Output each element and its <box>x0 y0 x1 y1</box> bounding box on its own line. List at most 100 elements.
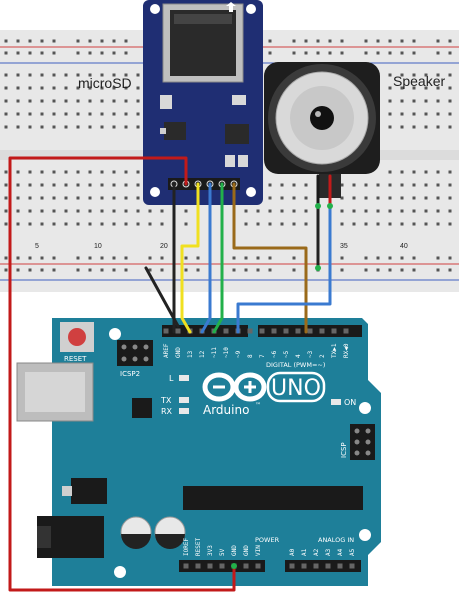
breadboard-hole <box>28 51 32 55</box>
digital-pin-socket[interactable] <box>307 328 313 334</box>
breadboard-hole <box>352 183 356 187</box>
breadboard-hole <box>376 51 380 55</box>
analog-pin-socket[interactable] <box>349 563 355 569</box>
mounting-hole <box>150 187 160 197</box>
digital-pin-socket[interactable] <box>331 328 337 334</box>
breadboard-hole <box>64 196 68 200</box>
breadboard-hole <box>256 209 260 213</box>
breadboard-hole <box>268 256 272 260</box>
breadboard-hole <box>40 222 44 226</box>
power-pin-socket[interactable] <box>195 563 201 569</box>
breadboard-hole <box>448 125 452 129</box>
breadboard-hole <box>88 170 92 174</box>
breadboard-hole <box>436 183 440 187</box>
breadboard-hole <box>148 268 152 272</box>
mounting-hole <box>359 529 371 541</box>
wire-end <box>327 203 333 209</box>
breadboard-hole <box>340 183 344 187</box>
column-number: 10 <box>94 243 102 250</box>
power-pin-socket[interactable] <box>219 563 225 569</box>
digital-pin-label: 13 <box>187 350 194 358</box>
breadboard-hole <box>424 86 428 90</box>
analog-pin-socket[interactable] <box>301 563 307 569</box>
digital-pin-socket[interactable] <box>163 328 169 334</box>
header-pin <box>354 450 360 456</box>
power-pin-socket[interactable] <box>255 563 261 569</box>
digital-pin-socket[interactable] <box>343 328 349 334</box>
breadboard-hole <box>124 196 128 200</box>
voltage-regulator <box>164 122 186 140</box>
reset-button-cap[interactable] <box>68 328 86 346</box>
led-on-label: ON <box>344 398 356 407</box>
breadboard-hole <box>400 268 404 272</box>
digital-pin-socket[interactable] <box>223 328 229 334</box>
breadboard-hole <box>424 222 428 226</box>
breadboard-hole <box>64 99 68 103</box>
breadboard-hole <box>40 99 44 103</box>
digital-pin-socket[interactable] <box>259 328 265 334</box>
arduino-uno: RESET ICSP2 L TX RX ON UNO Arduin <box>16 318 381 586</box>
breadboard-hole <box>4 86 8 90</box>
breadboard-hole <box>388 39 392 43</box>
speaker-label: Speaker <box>393 73 445 89</box>
column-numbers: 5 10 20 35 40 <box>35 243 408 250</box>
digital-pin-socket[interactable] <box>283 328 289 334</box>
breadboard-hole <box>280 183 284 187</box>
breadboard-hole <box>64 183 68 187</box>
digital-pin-socket[interactable] <box>295 328 301 334</box>
breadboard-hole <box>448 112 452 116</box>
breadboard-hole <box>136 170 140 174</box>
analog-pin-socket[interactable] <box>337 563 343 569</box>
uno-badge <box>266 371 326 403</box>
power-pin-socket[interactable] <box>207 563 213 569</box>
column-number: 20 <box>160 243 168 250</box>
breadboard-hole <box>364 209 368 213</box>
dc-jack-opening <box>37 526 51 548</box>
digital-pin-socket[interactable] <box>271 328 277 334</box>
breadboard-hole <box>244 268 248 272</box>
mounting-hole <box>114 566 126 578</box>
breadboard-hole <box>28 256 32 260</box>
breadboard-hole <box>16 73 20 77</box>
breadboard-hole <box>76 99 80 103</box>
breadboard-hole <box>436 99 440 103</box>
breadboard-hole <box>448 39 452 43</box>
breadboard-hole <box>424 99 428 103</box>
breadboard-hole <box>436 256 440 260</box>
breadboard-hole <box>4 73 8 77</box>
digital-pin-socket[interactable] <box>247 328 253 334</box>
breadboard-hole <box>388 183 392 187</box>
breadboard-hole <box>304 39 308 43</box>
digital-pin-label: 8 <box>247 354 254 358</box>
breadboard-hole <box>400 73 404 77</box>
breadboard-hole <box>448 196 452 200</box>
breadboard-hole <box>268 209 272 213</box>
analog-pin-label: A0 <box>289 548 296 556</box>
breadboard-hole <box>40 73 44 77</box>
power-pin-socket[interactable] <box>183 563 189 569</box>
usb-port-inner <box>25 372 85 412</box>
breadboard-hole <box>388 256 392 260</box>
digital-pin-socket[interactable] <box>175 328 181 334</box>
breadboard-hole <box>388 99 392 103</box>
usb-controller-chip <box>132 398 152 418</box>
breadboard-hole <box>100 222 104 226</box>
breadboard-hole <box>112 99 116 103</box>
power-pin-socket[interactable] <box>243 563 249 569</box>
breadboard-hole <box>88 268 92 272</box>
breadboard-hole <box>268 51 272 55</box>
breadboard-hole <box>304 209 308 213</box>
breadboard-hole <box>328 51 332 55</box>
digital-pin-socket[interactable] <box>319 328 325 334</box>
breadboard-hole <box>304 51 308 55</box>
analog-pin-socket[interactable] <box>289 563 295 569</box>
digital-pin-label: ~3 <box>307 350 314 358</box>
breadboard-hole <box>280 222 284 226</box>
analog-pin-socket[interactable] <box>313 563 319 569</box>
breadboard-hole <box>196 256 200 260</box>
breadboard-hole <box>64 170 68 174</box>
analog-pin-socket[interactable] <box>325 563 331 569</box>
smd-component <box>238 155 248 167</box>
breadboard-hole <box>436 268 440 272</box>
breadboard-hole <box>100 125 104 129</box>
